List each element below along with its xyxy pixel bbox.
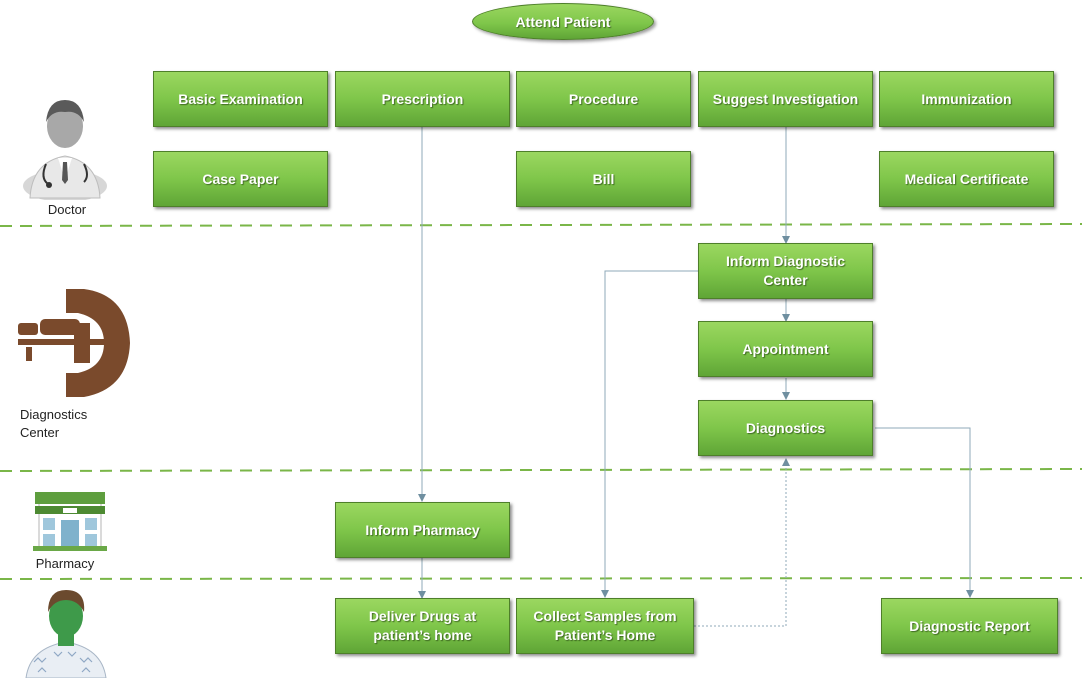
- doctor-lane-label: Doctor: [47, 202, 87, 217]
- patient-icon: [25, 590, 107, 678]
- case-paper-node: Case Paper: [153, 151, 328, 207]
- pharmacy-lane-label: Pharmacy: [35, 556, 95, 571]
- procedure-node: Procedure: [516, 71, 691, 127]
- suggest-investigation-node: Suggest Investigation: [698, 71, 873, 127]
- prescription-node: Prescription: [335, 71, 510, 127]
- doctor-icon: [23, 100, 107, 200]
- diagnostics-lane-label: Diagnostics Center: [20, 407, 88, 440]
- lane-divider-3: [0, 577, 1082, 580]
- collect-samples-node: Collect Samples from Patient’s Home: [516, 598, 694, 654]
- basic-examination-node: Basic Examination: [153, 71, 328, 127]
- inform-diagnostic-center-node: Inform Diagnostic Center: [698, 243, 873, 299]
- connector-collect-diagnostics: [694, 458, 790, 627]
- medical-certificate-node: Medical Certificate: [879, 151, 1054, 207]
- attend-patient-node: Attend Patient: [472, 3, 654, 40]
- pharmacy-building-icon: [33, 492, 107, 551]
- lane-divider-2: [0, 468, 1082, 472]
- inform-pharmacy-node: Inform Pharmacy: [335, 502, 510, 558]
- connector-diagnostics-report: [875, 427, 974, 598]
- appointment-node: Appointment: [698, 321, 873, 377]
- diagnostic-report-node: Diagnostic Report: [881, 598, 1058, 654]
- immunization-node: Immunization: [879, 71, 1054, 127]
- diagnostic-scanner-icon: [18, 289, 130, 397]
- lane-divider-1: [0, 223, 1082, 227]
- bill-node: Bill: [516, 151, 691, 207]
- diagnostics-node: Diagnostics: [698, 400, 873, 456]
- deliver-drugs-node: Deliver Drugs at patient’s home: [335, 598, 510, 654]
- connector-inform-collect: [601, 270, 698, 598]
